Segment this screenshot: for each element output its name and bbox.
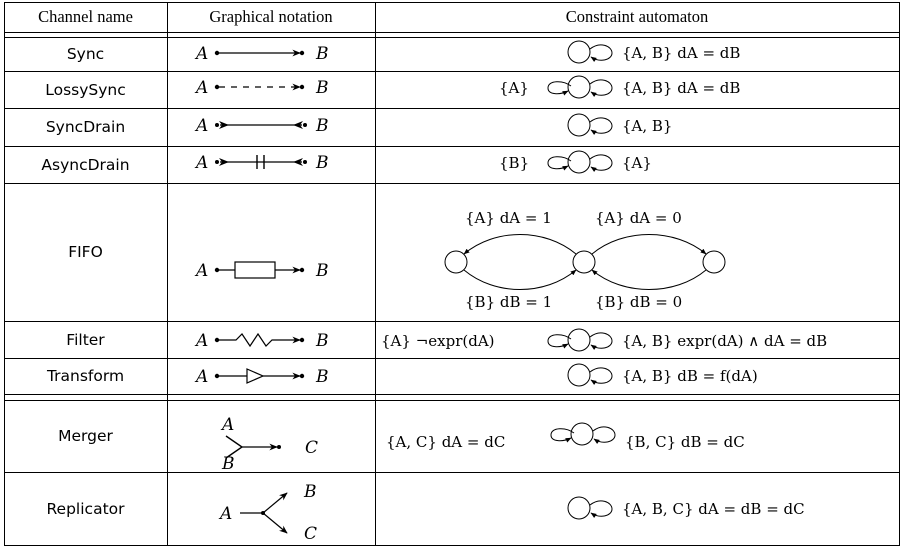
- transform-loop-label: {A, B} dB = f(dA): [622, 367, 758, 385]
- asyncdrain-loop-label: {A}: [622, 154, 652, 172]
- label-a: A: [194, 44, 208, 64]
- row-sync-name: Sync: [66, 45, 105, 63]
- label-a: A: [220, 415, 234, 435]
- row-replicator-name: Replicator: [46, 499, 125, 518]
- label-c: C: [305, 438, 318, 458]
- label-a: A: [194, 331, 208, 351]
- transform-notation: A B: [194, 367, 329, 387]
- row-syncdrain-name: SyncDrain: [45, 118, 126, 136]
- filter-loop-label: {A, B} expr(dA) ∧ dA = dB: [622, 332, 827, 350]
- row-lossysync-name: LossySync: [45, 80, 126, 99]
- merger-left-label: {A, C} dA = dC: [386, 433, 505, 451]
- lossysync-left-label: {A}: [499, 79, 529, 97]
- label-b: B: [315, 367, 329, 387]
- row-transform-name: Transform: [46, 367, 125, 385]
- replicator-loop-label: {A, B, C} dA = dB = dC: [622, 500, 805, 518]
- label-b: B: [315, 78, 329, 98]
- header-channel-name: Channel name: [38, 7, 133, 26]
- channel-table: Channel name Graphical notation Constrai…: [4, 2, 900, 546]
- asyncdrain-automaton: {B} {A}: [499, 150, 652, 174]
- sync-automaton: {A, B} dA = dB: [567, 40, 740, 64]
- fifo-top-left-label: {A} dA = 1: [465, 209, 552, 227]
- label-b: B: [315, 116, 329, 136]
- fifo-notation: A B: [194, 261, 329, 281]
- label-b: B: [315, 261, 329, 281]
- sync-loop-label: {A, B} dA = dB: [622, 44, 740, 62]
- asyncdrain-left-label: {B}: [499, 154, 529, 172]
- row-asyncdrain-name: AsyncDrain: [41, 155, 130, 174]
- merger-notation: A B C: [220, 415, 318, 474]
- syncdrain-notation: A B: [194, 116, 329, 136]
- merger-loop-label: {B, C} dB = dC: [625, 433, 745, 451]
- label-c: C: [304, 524, 317, 544]
- filter-left-label: {A} ¬expr(dA): [381, 332, 495, 350]
- row-filter-name: Filter: [66, 330, 105, 349]
- lossysync-loop-label: {A, B} dA = dB: [622, 79, 740, 97]
- sync-notation: A B: [194, 44, 329, 64]
- label-a: A: [194, 116, 208, 136]
- filter-automaton: {A} ¬expr(dA) {A, B} expr(dA) ∧ dA = dB: [381, 328, 827, 352]
- label-b: B: [315, 44, 329, 64]
- header-graphical-notation: Graphical notation: [209, 7, 333, 26]
- label-b: B: [315, 331, 329, 351]
- label-a: A: [194, 367, 208, 387]
- label-b: B: [315, 153, 329, 173]
- row-merger-name: Merger: [58, 427, 113, 445]
- lossysync-automaton: {A} {A, B} dA = dB: [499, 75, 740, 99]
- filter-notation: A B: [194, 331, 329, 351]
- label-a: A: [218, 504, 232, 524]
- row-fifo-name: FIFO: [68, 243, 103, 261]
- transform-automaton: {A, B} dB = f(dA): [567, 363, 758, 387]
- fifo-bottom-right-label: {B} dB = 0: [595, 293, 682, 311]
- label-a: A: [194, 261, 208, 281]
- label-a: A: [194, 153, 208, 173]
- lossysync-notation: A B: [194, 78, 329, 98]
- merger-automaton: {A, C} dA = dC {B, C} dB = dC: [386, 422, 745, 451]
- fifo-bottom-left-label: {B} dB = 1: [465, 293, 552, 311]
- header-constraint-automaton: Constraint automaton: [565, 7, 709, 26]
- label-b: B: [303, 482, 317, 502]
- syncdrain-automaton: {A, B}: [567, 113, 672, 137]
- label-a: A: [194, 78, 208, 98]
- syncdrain-loop-label: {A, B}: [622, 117, 672, 135]
- replicator-automaton: {A, B, C} dA = dB = dC: [567, 496, 805, 520]
- replicator-notation: A B C: [218, 482, 317, 544]
- label-b: B: [221, 454, 235, 474]
- asyncdrain-notation: A B: [194, 153, 329, 173]
- fifo-top-right-label: {A} dA = 0: [595, 209, 682, 227]
- fifo-automaton: {A} dA = 1 {A} dA = 0 {B} dB = 1 {B} dB …: [444, 209, 726, 311]
